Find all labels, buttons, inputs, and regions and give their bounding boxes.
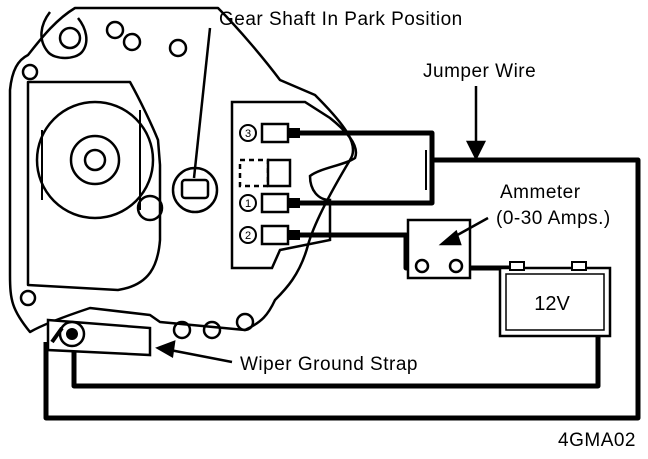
battery: 12V (498, 261, 612, 338)
ammeter-range-label: (0-30 Amps.) (496, 208, 611, 229)
figure-code: 4GMA02 (558, 430, 636, 451)
ground-strap-label: Wiper Ground Strap (240, 354, 418, 375)
ground-circuit-wire (43, 157, 641, 421)
terminal-empty (238, 158, 292, 188)
svg-text:3: 3 (245, 128, 251, 140)
jumper-wire-arrowhead (465, 140, 487, 161)
terminal-2: 2 (239, 224, 300, 246)
terminal-3: 3 (239, 122, 300, 144)
ground-strap (46, 318, 152, 357)
battery-label: 12V (534, 293, 570, 315)
ground-strap-arrowhead (155, 340, 176, 358)
ammeter-label: Ammeter (500, 182, 581, 203)
ammeter (406, 218, 472, 280)
terminal-2-wire (300, 232, 420, 271)
housing-top-features (19, 11, 255, 350)
motor-armature (35, 100, 155, 220)
jumper-wire (300, 130, 435, 206)
ammeter-arrowhead (438, 229, 462, 246)
ground-strap-leader (169, 348, 233, 364)
svg-text:1: 1 (245, 198, 251, 210)
gear-shaft-leader (192, 27, 212, 179)
terminal-1: 1 (239, 192, 300, 214)
jumper-wire-label: Jumper Wire (423, 61, 536, 82)
svg-text:2: 2 (245, 230, 251, 242)
gear-shaft-label: Gear Shaft In Park Position (219, 9, 463, 30)
leader-lines (155, 27, 489, 364)
